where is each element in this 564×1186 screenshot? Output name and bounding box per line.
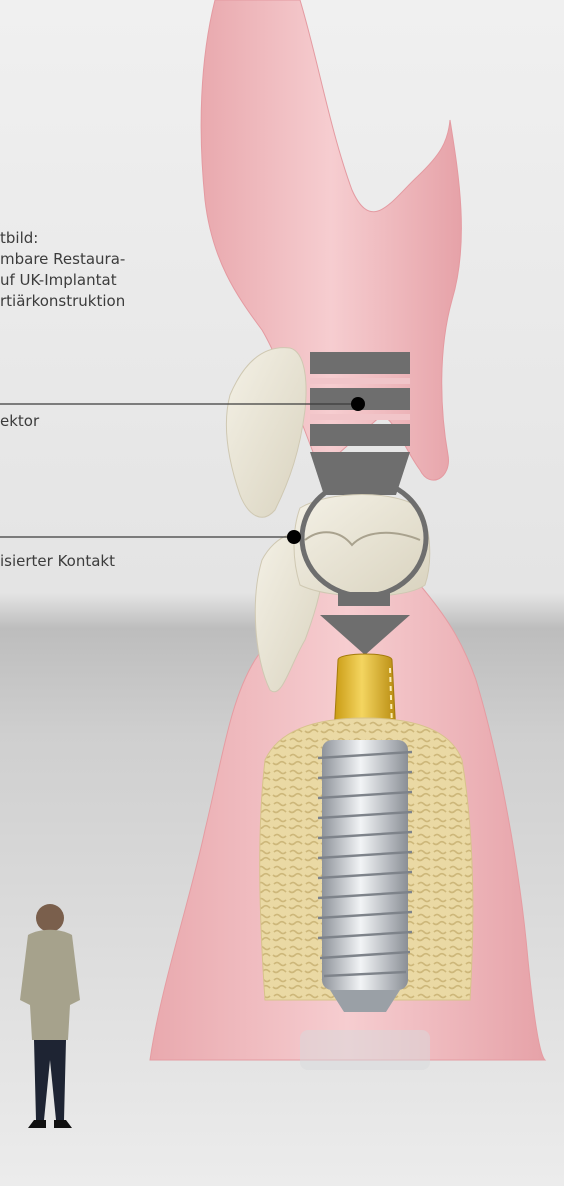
caption-line: uf UK-Implantat (0, 270, 125, 291)
caption-line: mbare Restaura- (0, 249, 125, 270)
reflection (300, 1030, 430, 1070)
abutment-spacer (338, 592, 390, 606)
connector-label: ektor (0, 411, 39, 432)
implant-screw (318, 740, 412, 1012)
caption-line: tbild: (0, 228, 125, 249)
diagram-caption: tbild: mbare Restaura- uf UK-Implantat r… (0, 228, 125, 312)
contact-marker-icon (287, 530, 301, 544)
caption-line: rtiärkonstruktion (0, 291, 125, 312)
connector-marker-icon (351, 397, 365, 411)
contact-label: isierter Kontakt (0, 551, 115, 572)
